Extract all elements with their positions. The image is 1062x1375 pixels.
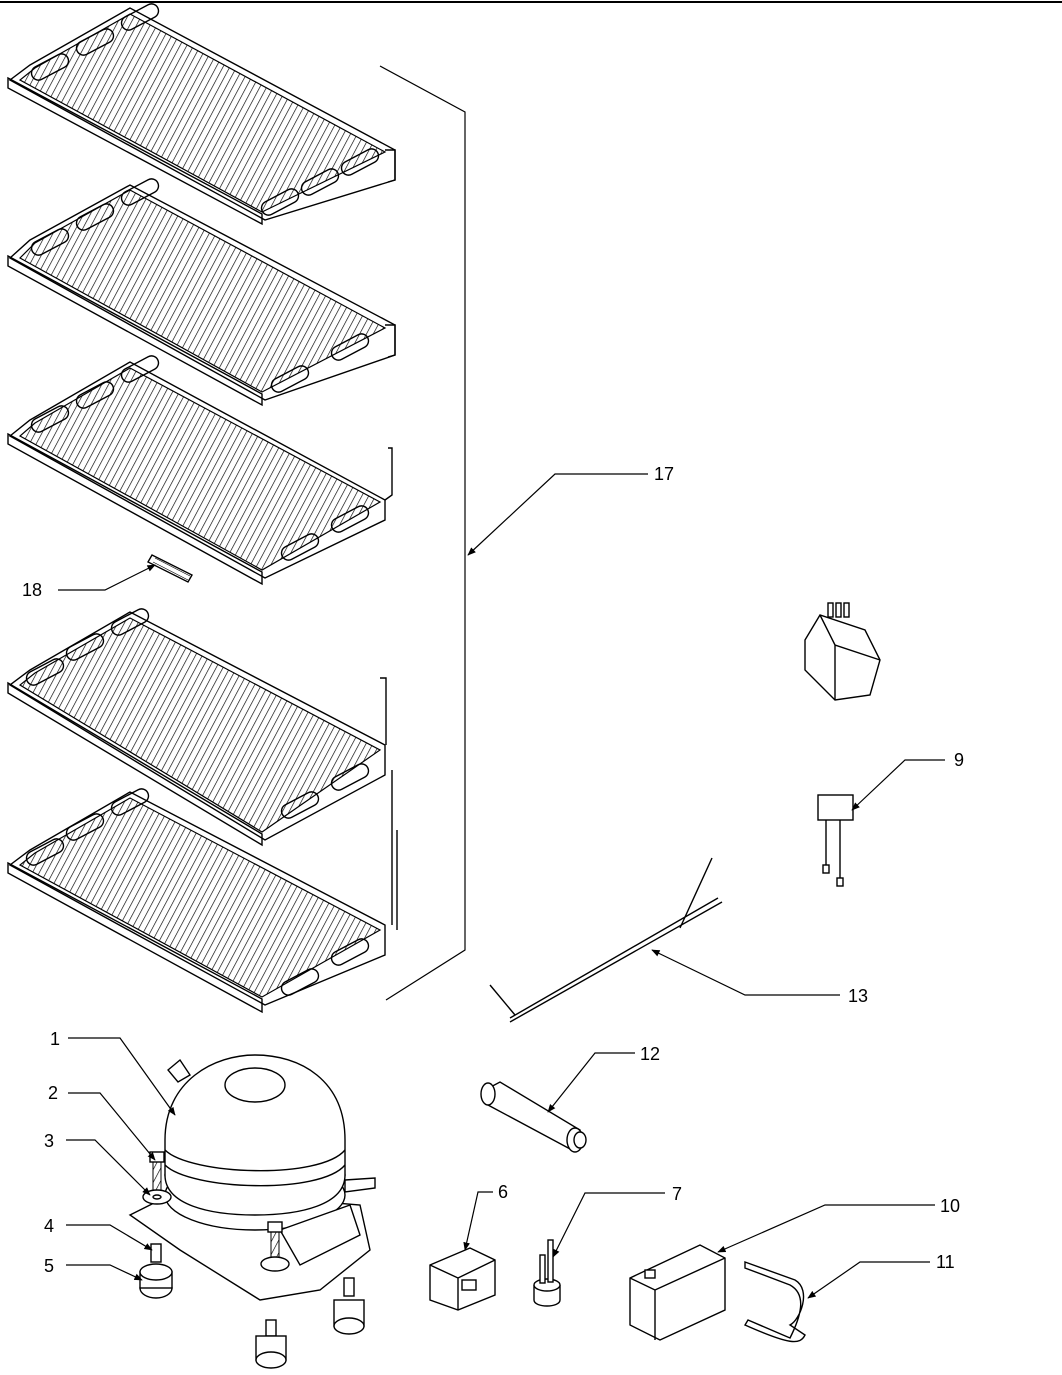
capillary-tube-part-13 — [489, 857, 723, 1023]
bolt-mount-2 — [260, 1221, 290, 1272]
evaporator-shelf-2 — [7, 178, 396, 407]
leader-3 — [66, 1139, 151, 1196]
callout-1: 1 — [50, 1029, 60, 1049]
overload-part-7 — [533, 1239, 561, 1307]
callout-3: 3 — [44, 1131, 54, 1151]
leader-11 — [807, 1261, 930, 1299]
callout-2: 2 — [48, 1083, 58, 1103]
sensor-part-9 — [817, 794, 854, 887]
cover-part-10 — [629, 1244, 726, 1341]
callout-6: 6 — [498, 1182, 508, 1202]
leader-5 — [66, 1264, 143, 1281]
callout-9: 9 — [954, 750, 964, 770]
group-bracket-17 — [379, 65, 466, 1001]
grommet-mount-3 — [333, 1277, 365, 1335]
callout-5: 5 — [44, 1256, 54, 1276]
evaporator-shelf-1 — [7, 3, 396, 226]
leader-6 — [463, 1191, 493, 1251]
leader-9 — [851, 759, 945, 811]
grommet-mount-2 — [255, 1319, 287, 1369]
relay-part-6 — [429, 1247, 496, 1311]
callout-18: 18 — [22, 580, 42, 600]
leader-18 — [58, 564, 156, 591]
grommet-part-5 — [139, 1263, 173, 1299]
defrost-timer — [804, 602, 881, 701]
leader-12 — [547, 1052, 635, 1113]
leader-13 — [651, 949, 840, 996]
callout-17: 17 — [654, 464, 674, 484]
callout-12: 12 — [640, 1044, 660, 1064]
drier-part-12 — [480, 1081, 587, 1153]
evaporator-shelf-3 — [7, 355, 393, 586]
evaporator-shelf-5 — [7, 770, 398, 1014]
leader-2 — [68, 1092, 156, 1161]
callout-10: 10 — [940, 1196, 960, 1216]
clip-part-18 — [147, 554, 193, 583]
leader-4 — [66, 1224, 153, 1251]
sleeve-part-4 — [150, 1243, 162, 1263]
leader-17 — [467, 473, 648, 556]
leader-7 — [552, 1192, 665, 1258]
callout-11: 11 — [936, 1252, 955, 1272]
callout-4: 4 — [44, 1216, 54, 1236]
callout-7: 7 — [672, 1184, 682, 1204]
leader-10 — [717, 1204, 935, 1253]
bolt-part-2 — [149, 1151, 165, 1195]
callout-13: 13 — [848, 986, 868, 1006]
clip-part-11 — [743, 1261, 806, 1343]
compressor — [128, 1054, 376, 1301]
evaporator-shelf-4 — [7, 608, 387, 847]
leader-1 — [68, 1037, 176, 1116]
